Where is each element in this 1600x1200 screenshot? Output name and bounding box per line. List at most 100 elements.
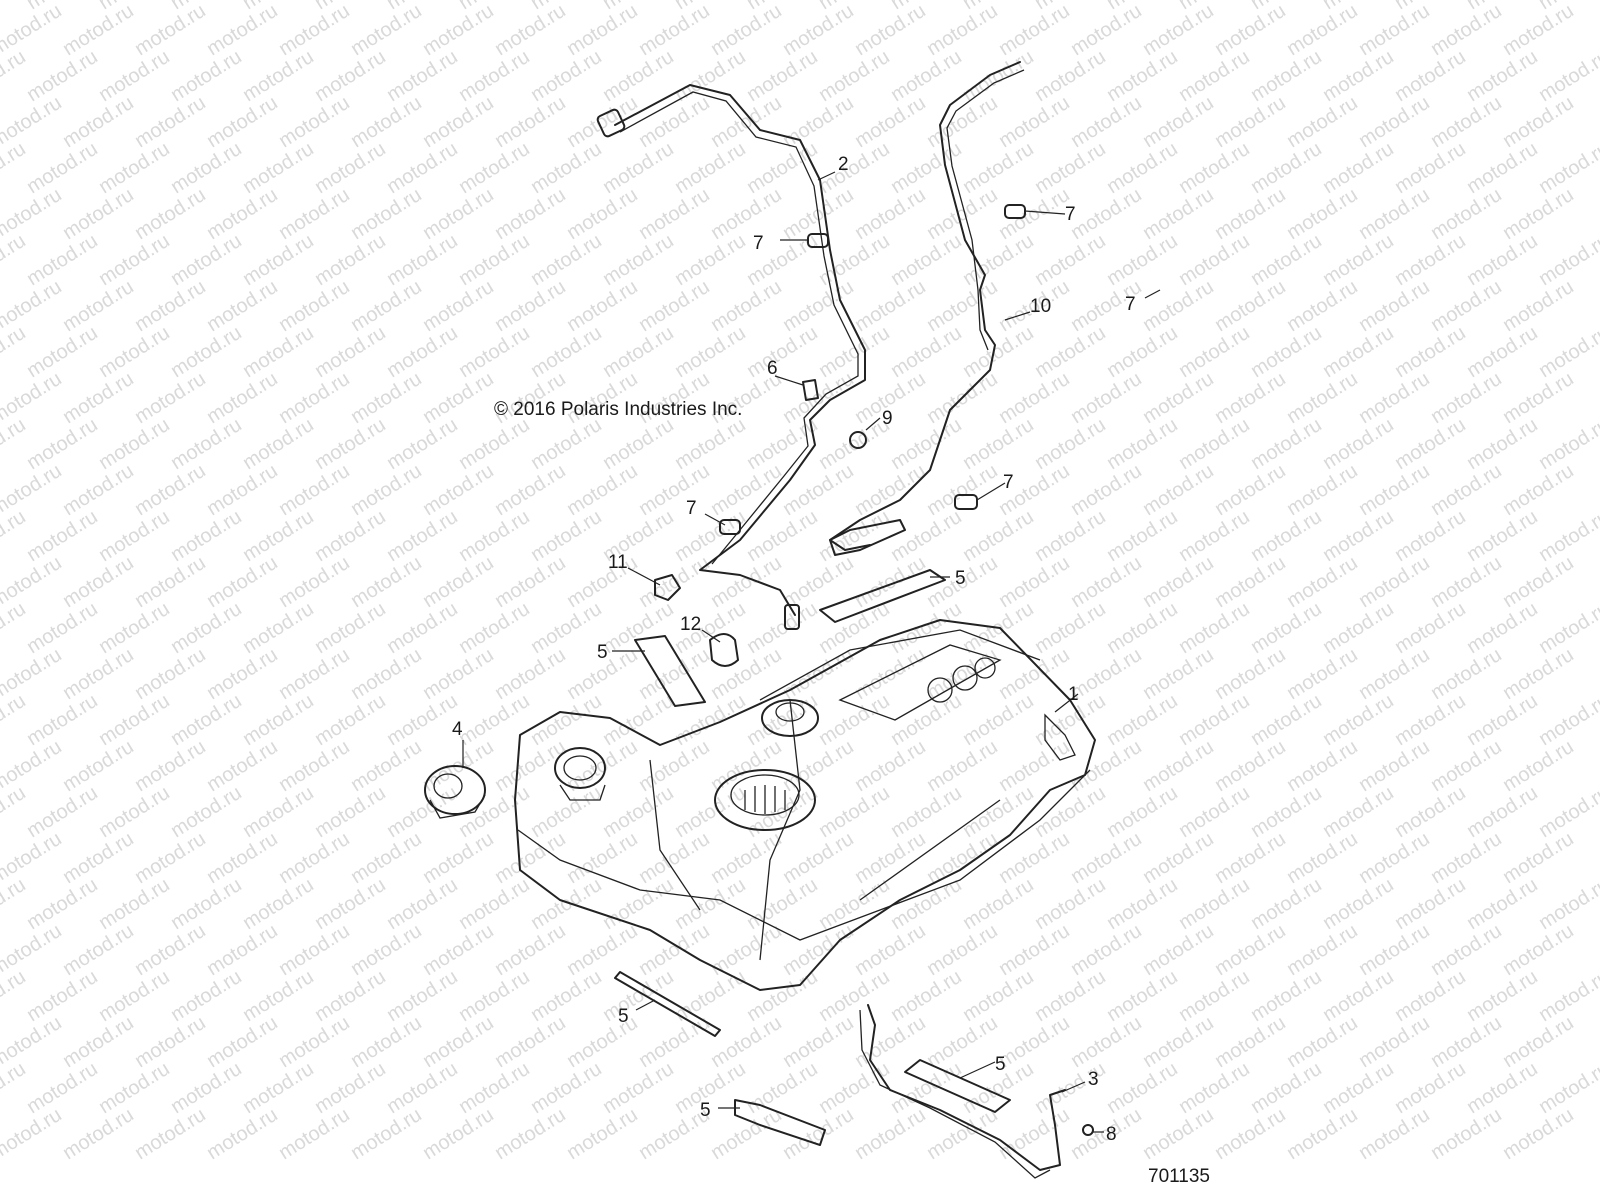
watermark-text: motod.ru — [311, 414, 390, 474]
watermark-text: motod.ru — [1355, 920, 1434, 980]
watermark-text: motod.ru — [1211, 828, 1290, 888]
watermark-text: motod.ru — [203, 92, 282, 152]
watermark-text: motod.ru — [131, 1012, 210, 1072]
watermark-text: motod.ru — [1319, 138, 1398, 198]
watermark-text: motod.ru — [455, 1058, 534, 1118]
watermark-text: motod.ru — [1175, 138, 1254, 198]
watermark-text: motod.ru — [707, 184, 786, 244]
watermark-text: motod.ru — [1463, 874, 1542, 934]
watermark-text: motod.ru — [1103, 414, 1182, 474]
watermark-text: motod.ru — [707, 552, 786, 612]
watermark-text: motod.ru — [1067, 92, 1146, 152]
watermark-text: motod.ru — [95, 46, 174, 106]
watermark-text: motod.ru — [491, 1012, 570, 1072]
callout-clip-upper-right: 7 — [1065, 204, 1076, 225]
watermark-text: motod.ru — [59, 1012, 138, 1072]
watermark-text: motod.ru — [491, 644, 570, 704]
watermark-text: motod.ru — [419, 368, 498, 428]
watermark-text: motod.ru — [707, 920, 786, 980]
watermark-text: motod.ru — [239, 506, 318, 566]
callout-fuel-tank: 1 — [1068, 684, 1079, 705]
watermark-text: motod.ru — [455, 138, 534, 198]
watermark-text: motod.ru — [239, 322, 318, 382]
watermark-text: motod.ru — [1463, 506, 1542, 566]
watermark-text: motod.ru — [1463, 598, 1542, 658]
hardware-parts — [654, 204, 1094, 1136]
watermark-text: motod.ru — [527, 874, 606, 934]
watermark-text: motod.ru — [23, 966, 102, 1026]
callout-clip-far-right: 7 — [1125, 294, 1136, 315]
watermark-text: motod.ru — [599, 322, 678, 382]
watermark-text: motod.ru — [1031, 874, 1110, 934]
watermark-text: motod.ru — [1499, 276, 1578, 336]
watermark-text: motod.ru — [959, 46, 1038, 106]
watermark-text: motod.ru — [635, 1012, 714, 1072]
watermark-text: motod.ru — [815, 966, 894, 1026]
watermark-text: motod.ru — [779, 828, 858, 888]
callout-clip-11: 11 — [608, 552, 628, 573]
watermark-text: motod.ru — [1427, 184, 1506, 244]
watermark-text: motod.ru — [1247, 782, 1326, 842]
watermark-text: motod.ru — [959, 506, 1038, 566]
watermark-text: motod.ru — [1139, 0, 1218, 60]
watermark-text: motod.ru — [131, 276, 210, 336]
watermark-text: motod.ru — [311, 322, 390, 382]
watermark-text: motod.ru — [1067, 736, 1146, 796]
watermark-text: motod.ru — [1103, 690, 1182, 750]
watermark-text: motod.ru — [23, 782, 102, 842]
watermark-text: motod.ru — [923, 736, 1002, 796]
watermark-text: motod.ru — [239, 598, 318, 658]
watermark-text: motod.ru — [1067, 552, 1146, 612]
watermark-text: motod.ru — [95, 874, 174, 934]
watermark-text: motod.ru — [491, 1104, 570, 1164]
watermark-text: motod.ru — [1211, 1104, 1290, 1164]
watermark-text: motod.ru — [0, 966, 30, 1026]
seal-12 — [709, 633, 739, 667]
watermark-text: motod.ru — [131, 0, 210, 60]
watermark-text: motod.ru — [203, 1104, 282, 1164]
watermark-text: motod.ru — [1283, 1012, 1362, 1072]
watermark-text: motod.ru — [887, 966, 966, 1026]
watermark-text: motod.ru — [0, 1058, 30, 1118]
watermark-text: motod.ru — [851, 1012, 930, 1072]
watermark-text: motod.ru — [1175, 782, 1254, 842]
watermark-text: motod.ru — [455, 690, 534, 750]
watermark-text: motod.ru — [1175, 1058, 1254, 1118]
watermark-text: motod.ru — [1355, 1012, 1434, 1072]
watermark-text: motod.ru — [383, 46, 462, 106]
watermark-text: motod.ru — [383, 1058, 462, 1118]
watermark-text: motod.ru — [419, 920, 498, 980]
watermark-text: motod.ru — [527, 414, 606, 474]
watermark-text: motod.ru — [1103, 322, 1182, 382]
callout-pad-bottom-center: 5 — [700, 1100, 711, 1121]
watermark-text: motod.ru — [1319, 414, 1398, 474]
watermark-text: motod.ru — [815, 1058, 894, 1118]
watermark-text: motod.ru — [383, 598, 462, 658]
watermark-text: motod.ru — [851, 644, 930, 704]
watermark-text: motod.ru — [1427, 1012, 1506, 1072]
watermark-text: motod.ru — [59, 368, 138, 428]
callout-pad-bottom-right: 5 — [995, 1054, 1006, 1075]
watermark-text: motod.ru — [743, 598, 822, 658]
watermark-text: motod.ru — [203, 0, 282, 60]
watermark-text: motod.ru — [1427, 92, 1506, 152]
watermark-text: motod.ru — [275, 368, 354, 428]
watermark-text: motod.ru — [995, 1012, 1074, 1072]
watermark-text: motod.ru — [1427, 644, 1506, 704]
watermark-text: motod.ru — [959, 138, 1038, 198]
watermark-text: motod.ru — [1355, 184, 1434, 244]
watermark-text: motod.ru — [1499, 736, 1578, 796]
watermark-text: motod.ru — [0, 506, 30, 566]
watermark-text: motod.ru — [59, 920, 138, 980]
watermark-text: motod.ru — [779, 1104, 858, 1164]
watermark-text: motod.ru — [1211, 368, 1290, 428]
watermark-text: motod.ru — [527, 506, 606, 566]
watermark-text: motod.ru — [1463, 46, 1542, 106]
watermark-text: motod.ru — [887, 138, 966, 198]
watermark-text: motod.ru — [959, 230, 1038, 290]
callout-tank-strap: 3 — [1088, 1069, 1099, 1090]
watermark-text: motod.ru — [1175, 598, 1254, 658]
watermark-text: motod.ru — [1391, 874, 1470, 934]
watermark-text: motod.ru — [0, 138, 30, 198]
